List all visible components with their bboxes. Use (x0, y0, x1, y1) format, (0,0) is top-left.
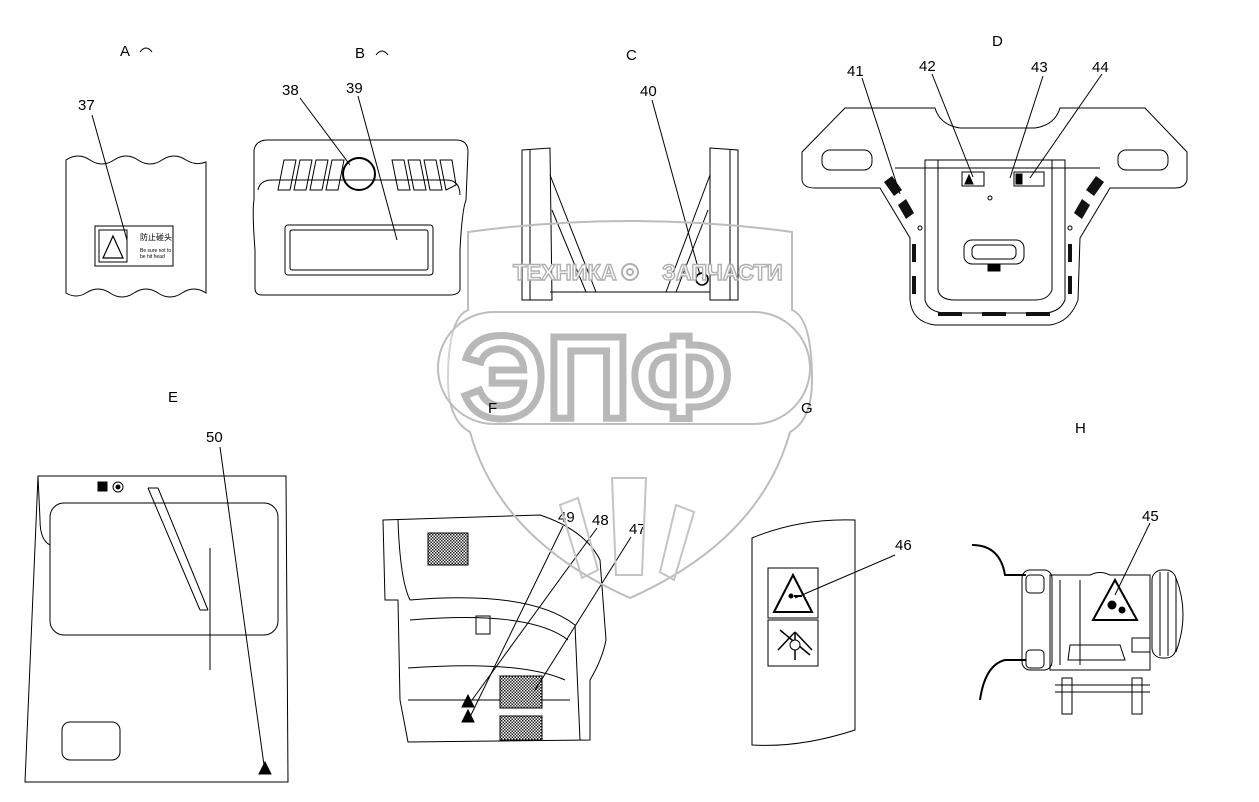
panel-g (751, 519, 856, 746)
view-d: D 41 42 43 44 (801, 33, 1188, 326)
sticker-e2 (112, 481, 124, 493)
warning-label-46a (767, 567, 819, 619)
label-37-title: 防止碰头 (140, 232, 172, 242)
bracket-left-post (521, 147, 553, 301)
leader-44 (1029, 73, 1103, 179)
label-42 (961, 171, 985, 187)
part-44: 44 (1092, 59, 1109, 76)
bracket-right-post (709, 147, 739, 301)
part-41: 41 (847, 63, 864, 80)
part-46: 46 (895, 537, 912, 554)
warning-label-46b (767, 619, 819, 667)
pulley (1151, 569, 1177, 659)
warning-triangle-icon (258, 760, 272, 775)
view-label-a: A (120, 43, 130, 60)
decal-hatched-3 (499, 715, 543, 741)
part-39: 39 (346, 80, 363, 97)
decal-40 (695, 272, 709, 286)
warning-triangle-icon (461, 693, 475, 708)
panel-a (65, 155, 207, 298)
emblem-38 (342, 157, 376, 191)
part-47: 47 (629, 521, 646, 538)
sticker-e1 (97, 481, 108, 492)
watermark: ТЕХНИКА ЗАПЧАСТИ ЭПФ (437, 220, 814, 600)
leader-46 (794, 554, 896, 599)
leader-40 (651, 99, 701, 276)
view-b: B 38 39 (252, 45, 469, 296)
view-f: 49 48 47 (382, 509, 646, 743)
door-panel (61, 721, 121, 761)
hose-bottom (979, 659, 1026, 701)
watermark-pencils (558, 477, 696, 582)
hose-top (971, 544, 1026, 576)
view-g: 46 (751, 519, 912, 746)
view-h: H 45 (971, 420, 1184, 715)
plate-39 (284, 224, 434, 276)
grille-slots-right (391, 159, 457, 191)
pump-body (1049, 572, 1151, 671)
decal-hatched-1 (427, 532, 469, 566)
label-37-line1: Be sure not to (140, 248, 171, 254)
leader-42 (931, 73, 974, 178)
view-label-e: E (168, 389, 178, 406)
leader-48 (471, 527, 598, 701)
view-label-b: B (355, 45, 365, 62)
rotation-arrow-icon (139, 47, 153, 53)
label-37-line2: be hit head (140, 254, 165, 260)
grille-slots-left (277, 159, 345, 191)
view-label-d: D (992, 33, 1003, 50)
part-48: 48 (592, 512, 609, 529)
part-50: 50 (206, 429, 223, 446)
part-45: 45 (1142, 508, 1159, 525)
view-label-c: C (626, 47, 637, 64)
warning-triangle-icon (772, 572, 814, 613)
slot-left (821, 149, 873, 171)
decal-hatched-2 (499, 675, 543, 709)
label-43 (1013, 171, 1045, 187)
view-a: A 防止碰头 Be sure not to be hit head 37 (65, 43, 207, 298)
rotation-arrow-icon (375, 50, 389, 56)
leader-45 (1114, 522, 1151, 596)
gear-icon (621, 263, 639, 281)
watermark-shield (446, 220, 814, 600)
fan-hazard-icon (777, 629, 813, 660)
warning-triangle-icon (1091, 577, 1139, 621)
pump-end (1021, 569, 1053, 671)
grille-panel (252, 139, 469, 296)
leader-49 (469, 525, 564, 718)
part-38: 38 (282, 82, 299, 99)
part-40: 40 (640, 83, 657, 100)
part-37: 37 (78, 97, 95, 114)
part-42: 42 (919, 58, 936, 75)
slot-right (1117, 149, 1169, 171)
leader-47 (534, 536, 632, 691)
leader-41 (861, 77, 901, 195)
view-label-g: G (801, 400, 813, 417)
leader-50 (219, 446, 265, 766)
part-43: 43 (1031, 59, 1048, 76)
leader-37 (91, 114, 128, 241)
guard-outline (801, 107, 1188, 326)
view-e: E 50 (24, 389, 289, 783)
door-outline (24, 475, 289, 783)
leader-43 (1009, 75, 1044, 179)
door-window (49, 502, 279, 636)
handle-44 (963, 239, 1025, 265)
leader-38 (299, 97, 351, 166)
watermark-brand-left: ТЕХНИКА (513, 260, 617, 285)
watermark-brand-right: ЗАПЧАСТИ (662, 260, 783, 285)
view-label-f: F (488, 400, 497, 417)
watermark-logo: ЭПФ (462, 312, 731, 444)
warning-label-37 (94, 225, 174, 267)
warning-triangle-icon (98, 229, 128, 263)
view-label-h: H (1075, 420, 1086, 437)
reflector-stripes (884, 176, 1104, 316)
leader-39 (357, 95, 398, 241)
